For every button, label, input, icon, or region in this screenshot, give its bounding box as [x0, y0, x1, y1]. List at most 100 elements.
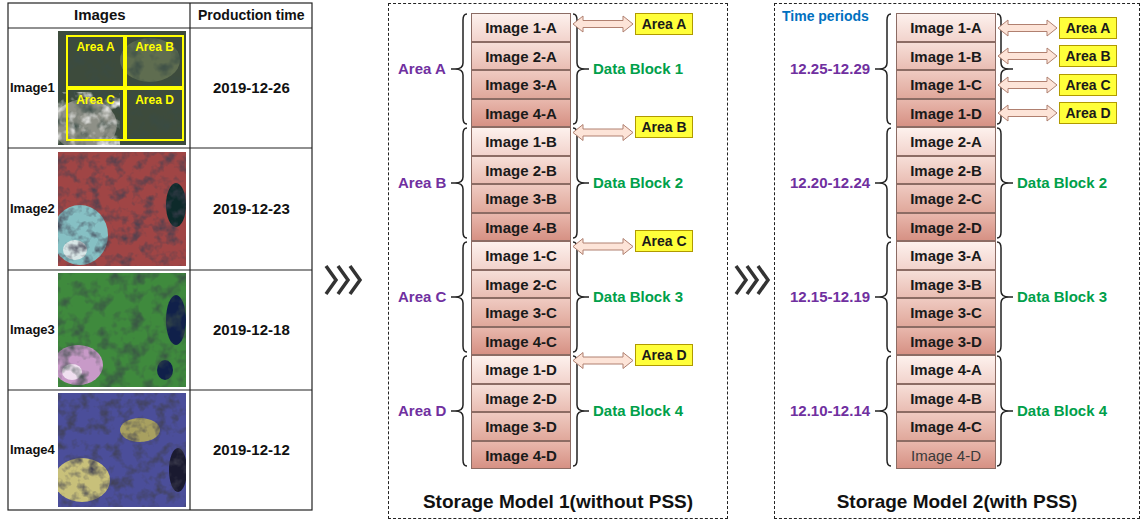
node-label: Area C — [641, 233, 686, 249]
node-label: Image 2-A — [910, 133, 982, 150]
text-label: Time periods — [782, 8, 869, 24]
text-label: 12.25-12.29 — [790, 60, 870, 77]
table-rule — [8, 27, 312, 28]
table-rule — [189, 3, 190, 510]
node-label: Image 4-D — [485, 447, 557, 464]
text-label: Data Block 4 — [1017, 402, 1107, 419]
satellite-image — [58, 393, 186, 507]
chevron — [350, 266, 360, 294]
table-rule — [8, 269, 312, 270]
image-block-box: Image 4-C — [896, 412, 996, 441]
panel-title: Storage Model 1(without PSS) — [389, 491, 727, 513]
node-label: Image 3-A — [485, 76, 557, 93]
text-label: Image1 — [10, 81, 55, 96]
node-label: Image 3-A — [910, 247, 982, 264]
braces — [451, 14, 1013, 466]
image-block-box: Image 2-A — [896, 127, 996, 156]
text-label: 12.10-12.14 — [790, 402, 870, 419]
double-arrow — [573, 16, 633, 32]
node-label: Image 3-C — [910, 304, 982, 321]
node-label: Area B — [1065, 48, 1110, 64]
image-ground — [58, 31, 186, 145]
node-label: Area D — [1065, 105, 1110, 121]
storage-model-panel: Storage Model 2(with PSS) Image 1-A Image … — [774, 3, 1140, 519]
node-label: Area C — [1065, 77, 1110, 93]
image-block-box: Image 3-C — [471, 298, 571, 327]
satellite-image — [58, 31, 186, 145]
text-label: 12.15-12.19 — [790, 288, 870, 305]
image-block-box: Image 3-A — [471, 70, 571, 99]
node-label: Image 3-D — [910, 333, 982, 350]
image-block-box: Image 1-D — [896, 99, 996, 127]
curly-brace — [451, 128, 467, 238]
node-label: Image 3-B — [485, 190, 557, 207]
node-label: Image 4-A — [485, 105, 557, 122]
text-label: 2019-12-12 — [213, 441, 290, 458]
node-label: Image 4-A — [910, 361, 982, 378]
node-label: Area D — [641, 347, 686, 363]
text-label: Image2 — [10, 202, 55, 217]
chevron — [326, 266, 336, 294]
curly-brace — [573, 128, 589, 238]
image-block-box: Image 1-A — [896, 13, 996, 42]
node-label: Image 3-B — [910, 276, 982, 293]
image-block-box: Image 4-D — [471, 441, 571, 469]
text-label: 2019-12-18 — [213, 321, 290, 338]
node-label: Image 4-D — [911, 447, 981, 464]
text-label: Data Block 3 — [593, 288, 683, 305]
curly-brace — [573, 356, 589, 466]
double-arrow — [998, 20, 1057, 36]
area-tag: Area A — [1059, 17, 1117, 39]
image-texture — [58, 393, 186, 507]
curly-brace — [875, 128, 891, 238]
image-block-box: Image 3-D — [471, 412, 571, 441]
area-tag: Area D — [1059, 102, 1117, 124]
image-block-box: Image 1-B — [896, 42, 996, 70]
area-tag: Area A — [635, 13, 693, 35]
node-label: Image 3-C — [485, 304, 557, 321]
text-label: 2019-12-23 — [213, 200, 290, 217]
image-block-box: Image 4-C — [471, 327, 571, 355]
chevron — [338, 266, 348, 294]
node-label: Image 1-D — [910, 105, 982, 122]
text-label: Data Block 2 — [1017, 174, 1107, 191]
node-label: Image 2-A — [485, 48, 557, 65]
node-label: Area C — [76, 93, 115, 107]
area-frame: Area B — [125, 35, 184, 88]
node-label: Image 2-C — [485, 276, 557, 293]
image-block-box: Image 4-B — [471, 213, 571, 241]
double-arrow — [998, 105, 1057, 121]
node-label: Image 2-D — [485, 390, 557, 407]
table-rule — [8, 147, 312, 148]
node-label: Area A — [1066, 20, 1111, 36]
text-label: Data Block 3 — [1017, 288, 1107, 305]
table-border — [8, 3, 312, 510]
image-block-box: Image 1-B — [471, 127, 571, 156]
curly-brace — [875, 14, 891, 124]
image-texture — [58, 31, 186, 145]
node-label: Area A — [642, 16, 687, 32]
area-frame: Area C — [66, 88, 125, 141]
image-block-box: Image 3-B — [471, 184, 571, 213]
satellite-image — [58, 273, 186, 387]
area-frame: Area D — [125, 88, 184, 141]
area-frame: Area A — [66, 35, 125, 88]
image-block-box: Image 2-A — [471, 42, 571, 70]
image-ground — [58, 152, 186, 266]
text-label: Images — [74, 6, 126, 23]
area-tag: Area D — [635, 344, 693, 366]
curly-brace — [451, 14, 467, 124]
node-label: Image 1-C — [910, 76, 982, 93]
node-label: Area D — [135, 93, 174, 107]
panel-title: Storage Model 2(with PSS) — [775, 491, 1139, 513]
image-block-box: Image 3-C — [896, 298, 996, 327]
image-block-box: Image 3-D — [896, 327, 996, 355]
image-block-box: Image 2-D — [471, 384, 571, 412]
curly-brace — [997, 242, 1013, 352]
node-label: Image 1-A — [910, 19, 982, 36]
text-label: Data Block 1 — [593, 60, 683, 77]
storage-model-panel: Storage Model 1(without PSS)Image 1-AIma… — [388, 3, 728, 519]
curly-brace — [997, 128, 1013, 238]
image-block-box: Image 2-B — [471, 156, 571, 184]
